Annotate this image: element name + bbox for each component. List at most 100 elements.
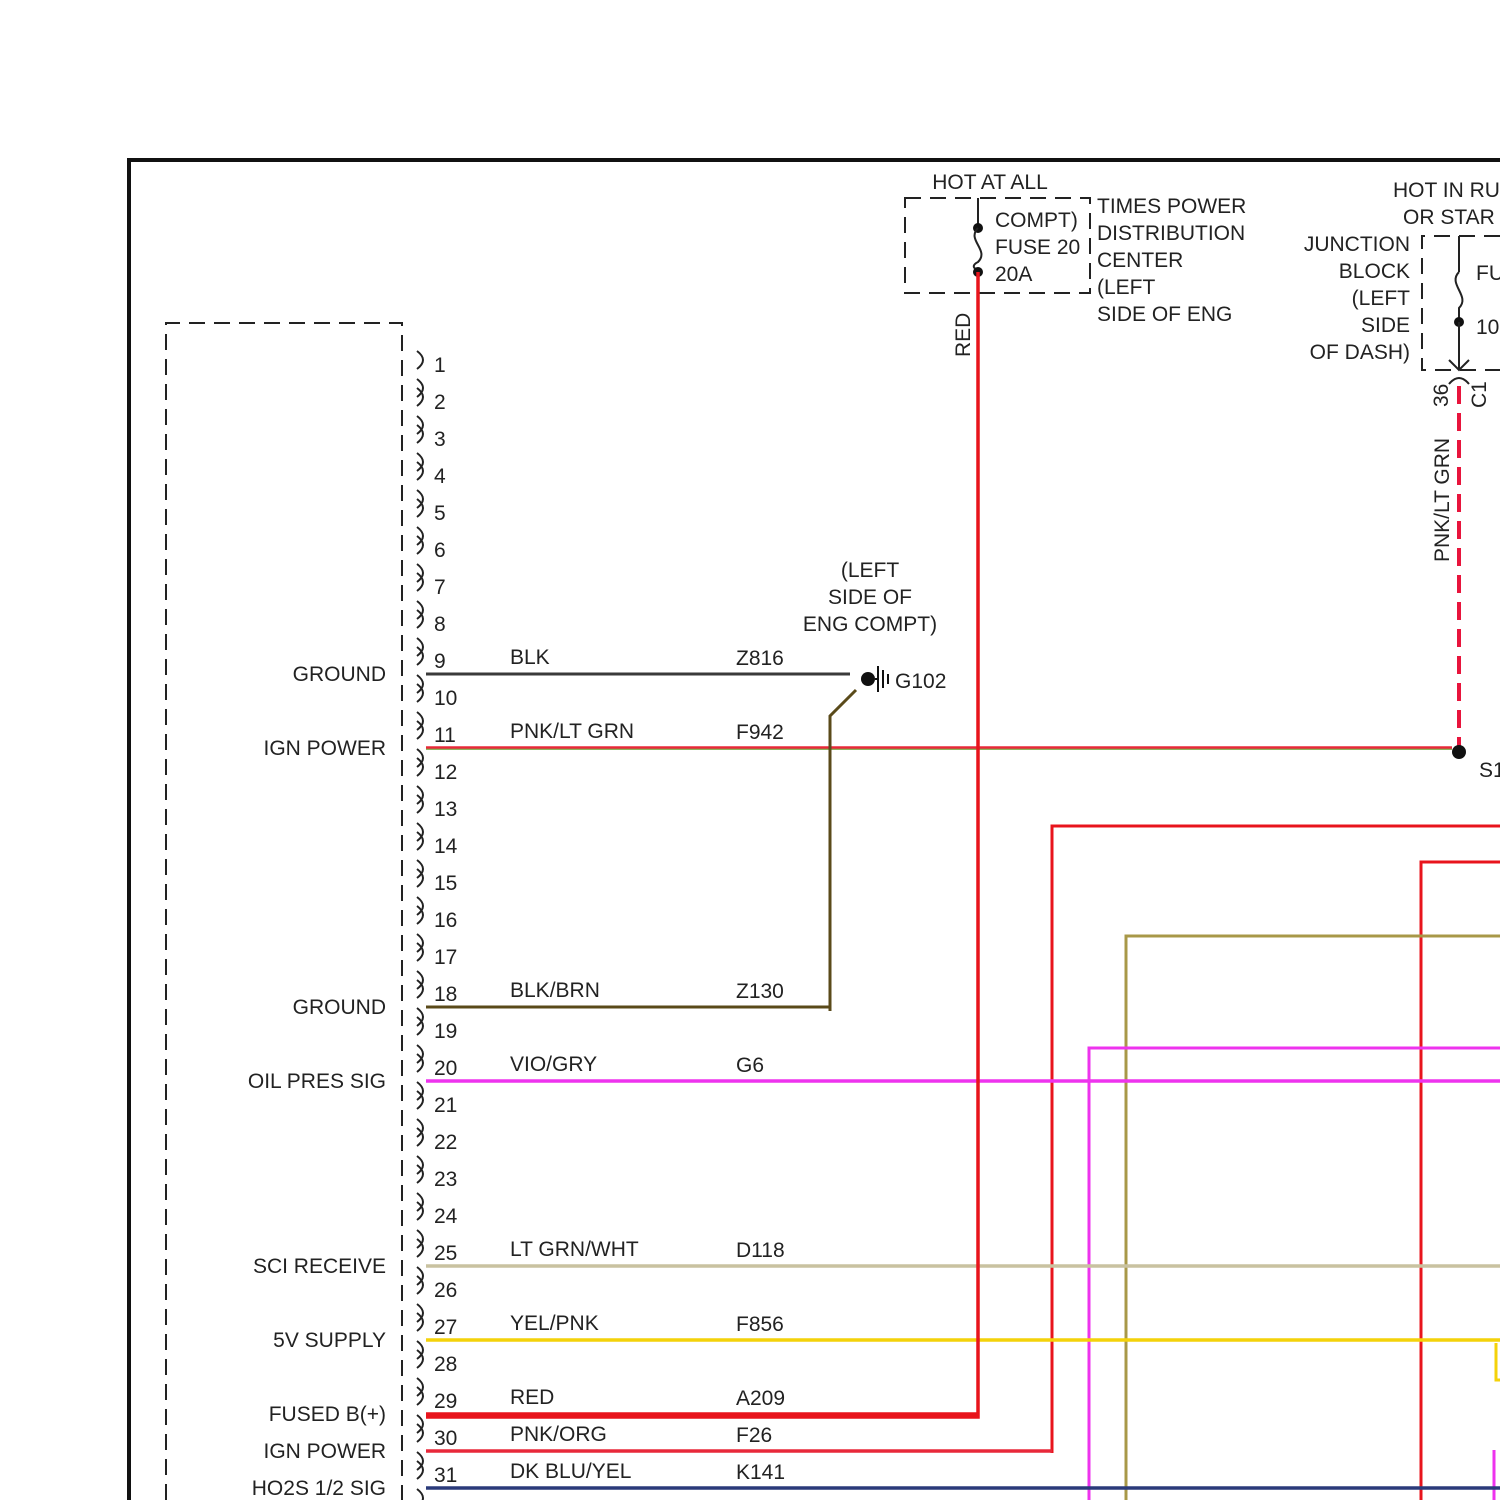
pin-number: 20 [434,1057,457,1080]
wire-color-code: BLK [510,646,550,669]
wire-color-code: YEL/PNK [510,1312,599,1335]
ground-location-line-2: SIDE OF [828,586,912,609]
pdc-desc-line-1: TIMES POWER [1097,195,1246,218]
junction-desc-line-5: OF DASH) [1310,341,1410,364]
pin-number: 27 [434,1316,457,1339]
wire-color-code: RED [510,1386,554,1409]
ground-link-blk-brn [830,690,856,1011]
pin-number: 21 [434,1094,457,1117]
magenta-wire-upper [1089,1048,1500,1500]
splice-dot [1452,745,1466,759]
yellow-wire-drop [1496,1343,1500,1380]
junction-outline [1422,236,1500,370]
power-distribution-center: HOT AT ALL COMPT) FUSE 20 20A TIMES POWE… [905,171,1246,357]
pin-number: 9 [434,650,446,673]
pin-function-label: GROUND [293,996,386,1019]
pcm-connector-pins: 1234567891011121314151617181920212223242… [417,351,458,1500]
wire-color-code: VIO/GRY [510,1053,597,1076]
pin-function-label: IGN POWER [263,737,386,760]
pin-number: 2 [434,391,446,414]
circuit-id: F856 [736,1313,784,1336]
junction-desc-line-2: BLOCK [1339,260,1410,283]
circuit-id: F942 [736,721,784,744]
circuit-id: Z130 [736,980,784,1003]
pin-number: 31 [434,1464,457,1487]
pin-number: 29 [434,1390,457,1413]
circuit-id: G6 [736,1054,764,1077]
pin-number: 22 [434,1131,457,1154]
junction-fuse-line-2: 10 [1476,316,1499,339]
pdc-desc-line-3: CENTER [1097,249,1183,272]
pin-number: 23 [434,1168,457,1191]
junction-desc-line-3: (LEFT [1352,287,1411,310]
wire-color-code: PNK/ORG [510,1423,607,1446]
pin-number: 3 [434,428,446,451]
circuit-id: Z816 [736,647,784,670]
junction-fuse-symbol [1456,272,1463,322]
red-wire-right [1421,862,1500,1500]
pin-number: 4 [434,465,446,488]
pcm-component-outline [166,323,402,1500]
olive-wire [1126,936,1500,1500]
pin-number: 14 [434,835,458,858]
pin-number: 25 [434,1242,457,1265]
pdc-fuse-line-3: 20A [995,263,1032,286]
splice-label: S1 [1479,759,1500,782]
red-feed-wire [426,272,978,1417]
circuit-id: F26 [736,1424,772,1447]
pin-number: 8 [434,613,446,636]
pin-number: 19 [434,1020,457,1043]
pin-number: 26 [434,1279,457,1302]
ground-junction-dot [861,672,875,686]
pin-number: 16 [434,909,457,932]
pin-function-label: 5V SUPPLY [273,1329,386,1352]
harness-wires [1052,826,1500,1500]
wire-color-code: DK BLU/YEL [510,1460,631,1483]
pin-number: 1 [434,354,446,377]
pin-number: 6 [434,539,446,562]
pin-function-label: SCI RECEIVE [253,1255,386,1278]
pin-function-label: IGN POWER [263,1440,386,1463]
pin-number: 5 [434,502,446,525]
circuit-id: K141 [736,1461,785,1484]
fuse-symbol [974,228,982,272]
pdc-wire-label: RED [952,313,975,357]
pdc-hot-label: HOT AT ALL [932,171,1048,194]
pin-number: 24 [434,1205,458,1228]
ground-location-line-1: (LEFT [841,559,900,582]
ground-g102: G102 (LEFT SIDE OF ENG COMPT) [803,559,946,1011]
pin-function-label: FUSED B(+) [269,1403,386,1426]
circuit-id: D118 [736,1239,785,1262]
pin-number: 28 [434,1353,457,1376]
diagram-frame [129,160,1500,1500]
pdc-desc-line-4: (LEFT [1097,276,1156,299]
pdc-fuse-line-2: FUSE 20 [995,236,1080,259]
junction-fuse-line-1: FU [1476,262,1500,285]
pin-number: 11 [434,724,456,747]
junction-wire-label: PNK/LT GRN [1431,438,1454,562]
wire-color-code: PNK/LT GRN [510,720,634,743]
junction-desc-line-1: JUNCTION [1304,233,1410,256]
circuit-id: A209 [736,1387,785,1410]
pdc-fuse-line-1: COMPT) [995,209,1078,232]
pin-number: 12 [434,761,457,784]
junction-hot-line-2: OR STAR [1403,206,1495,229]
pin-cavity-icon [417,1489,423,1500]
junction-block: HOT IN RU OR STAR JUNCTION BLOCK (LEFT S… [1304,179,1500,782]
pin-number: 13 [434,798,457,821]
wire-color-code: LT GRN/WHT [510,1238,639,1261]
junction-pin-label: 36 [1430,384,1453,407]
pin-number: 15 [434,872,457,895]
pin-number: 17 [434,946,457,969]
junction-desc-line-4: SIDE [1361,314,1410,337]
pin-cavity-icon [417,351,423,369]
ground-location-line-3: ENG COMPT) [803,613,937,636]
junction-connector-label: C1 [1468,381,1491,408]
pin-number: 18 [434,983,457,1006]
pin-number: 10 [434,687,457,710]
pin-function-label: GROUND [293,663,386,686]
ground-label: G102 [895,670,946,693]
pdc-desc-line-2: DISTRIBUTION [1097,222,1245,245]
wire-color-code: BLK/BRN [510,979,600,1002]
